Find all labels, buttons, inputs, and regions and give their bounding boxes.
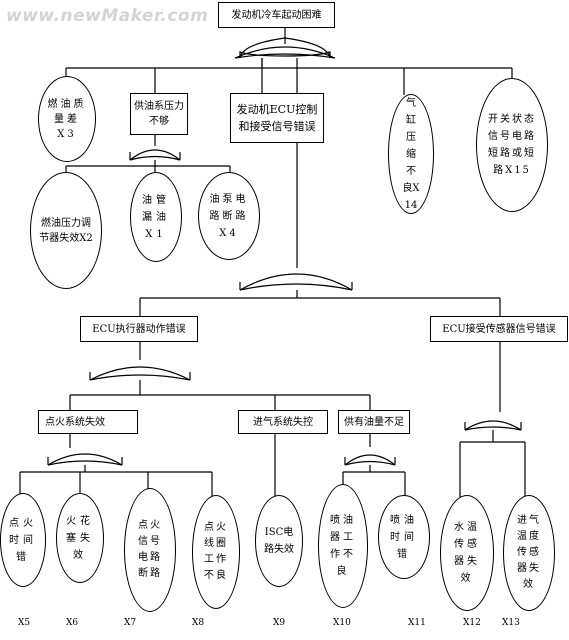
event-ignition-timing: 点火时间错 xyxy=(0,493,46,587)
x-label-x6: X6 xyxy=(66,618,79,628)
event-injection-timing: 喷油时间错 xyxy=(378,495,430,579)
fuel-supply-box: 供有油量不足 xyxy=(338,410,410,434)
top-event-box: 发动机冷车起动困难 xyxy=(218,2,335,28)
ecu-actuator-box: ECU执行器动作错误 xyxy=(80,316,198,342)
event-pressure-regulator: 燃油压力调节器失效X2 xyxy=(30,172,102,289)
event-fuel-quality: 燃油质量差X3 xyxy=(38,76,96,162)
x-label-x13: X13 xyxy=(502,618,520,628)
fuel-pressure-box: 供油系压力不够 xyxy=(130,93,188,135)
event-isc-circuit: ISC电路失效 xyxy=(255,495,303,587)
event-ignition-signal: 点火信号电路断路 xyxy=(124,488,176,612)
x-label-x11: X11 xyxy=(408,618,426,628)
event-pipe-leak: 油管漏油X1 xyxy=(130,172,182,262)
x-label-x7: X7 xyxy=(124,618,137,628)
event-intake-temp-sensor: 进气温度传感器失效 xyxy=(503,495,555,611)
x-label-x12: X12 xyxy=(463,618,481,628)
watermark-text: www.newMaker.com xyxy=(6,6,209,26)
ignition-system-box: 点火系统失效 xyxy=(38,410,138,434)
x-label-x5: X5 xyxy=(18,618,31,628)
ecu-sensor-box: ECU接受传感器信号错误 xyxy=(430,316,568,342)
event-ignition-coil: 点火线圈工作不良 xyxy=(192,495,240,609)
ecu-control-box: 发动机ECU控制和接受信号错误 xyxy=(230,93,324,143)
event-injector-fault: 喷油器工作不良 xyxy=(318,484,368,608)
x-label-x9: X9 xyxy=(273,618,286,628)
x-label-x8: X8 xyxy=(192,618,205,628)
event-cylinder-compression: 气缸压缩不良X14 xyxy=(388,94,434,214)
x-label-x10: X10 xyxy=(333,618,351,628)
event-pump-circuit: 油泵电路断路X4 xyxy=(198,172,260,260)
intake-system-box: 进气系统失控 xyxy=(238,410,328,434)
event-spark-plug: 火花塞失效 xyxy=(56,493,104,583)
event-coolant-sensor: 水温传感器失效 xyxy=(440,495,494,611)
event-switch-signal-circuit: 开关状态信号电路短路或短路X15 xyxy=(476,78,548,212)
